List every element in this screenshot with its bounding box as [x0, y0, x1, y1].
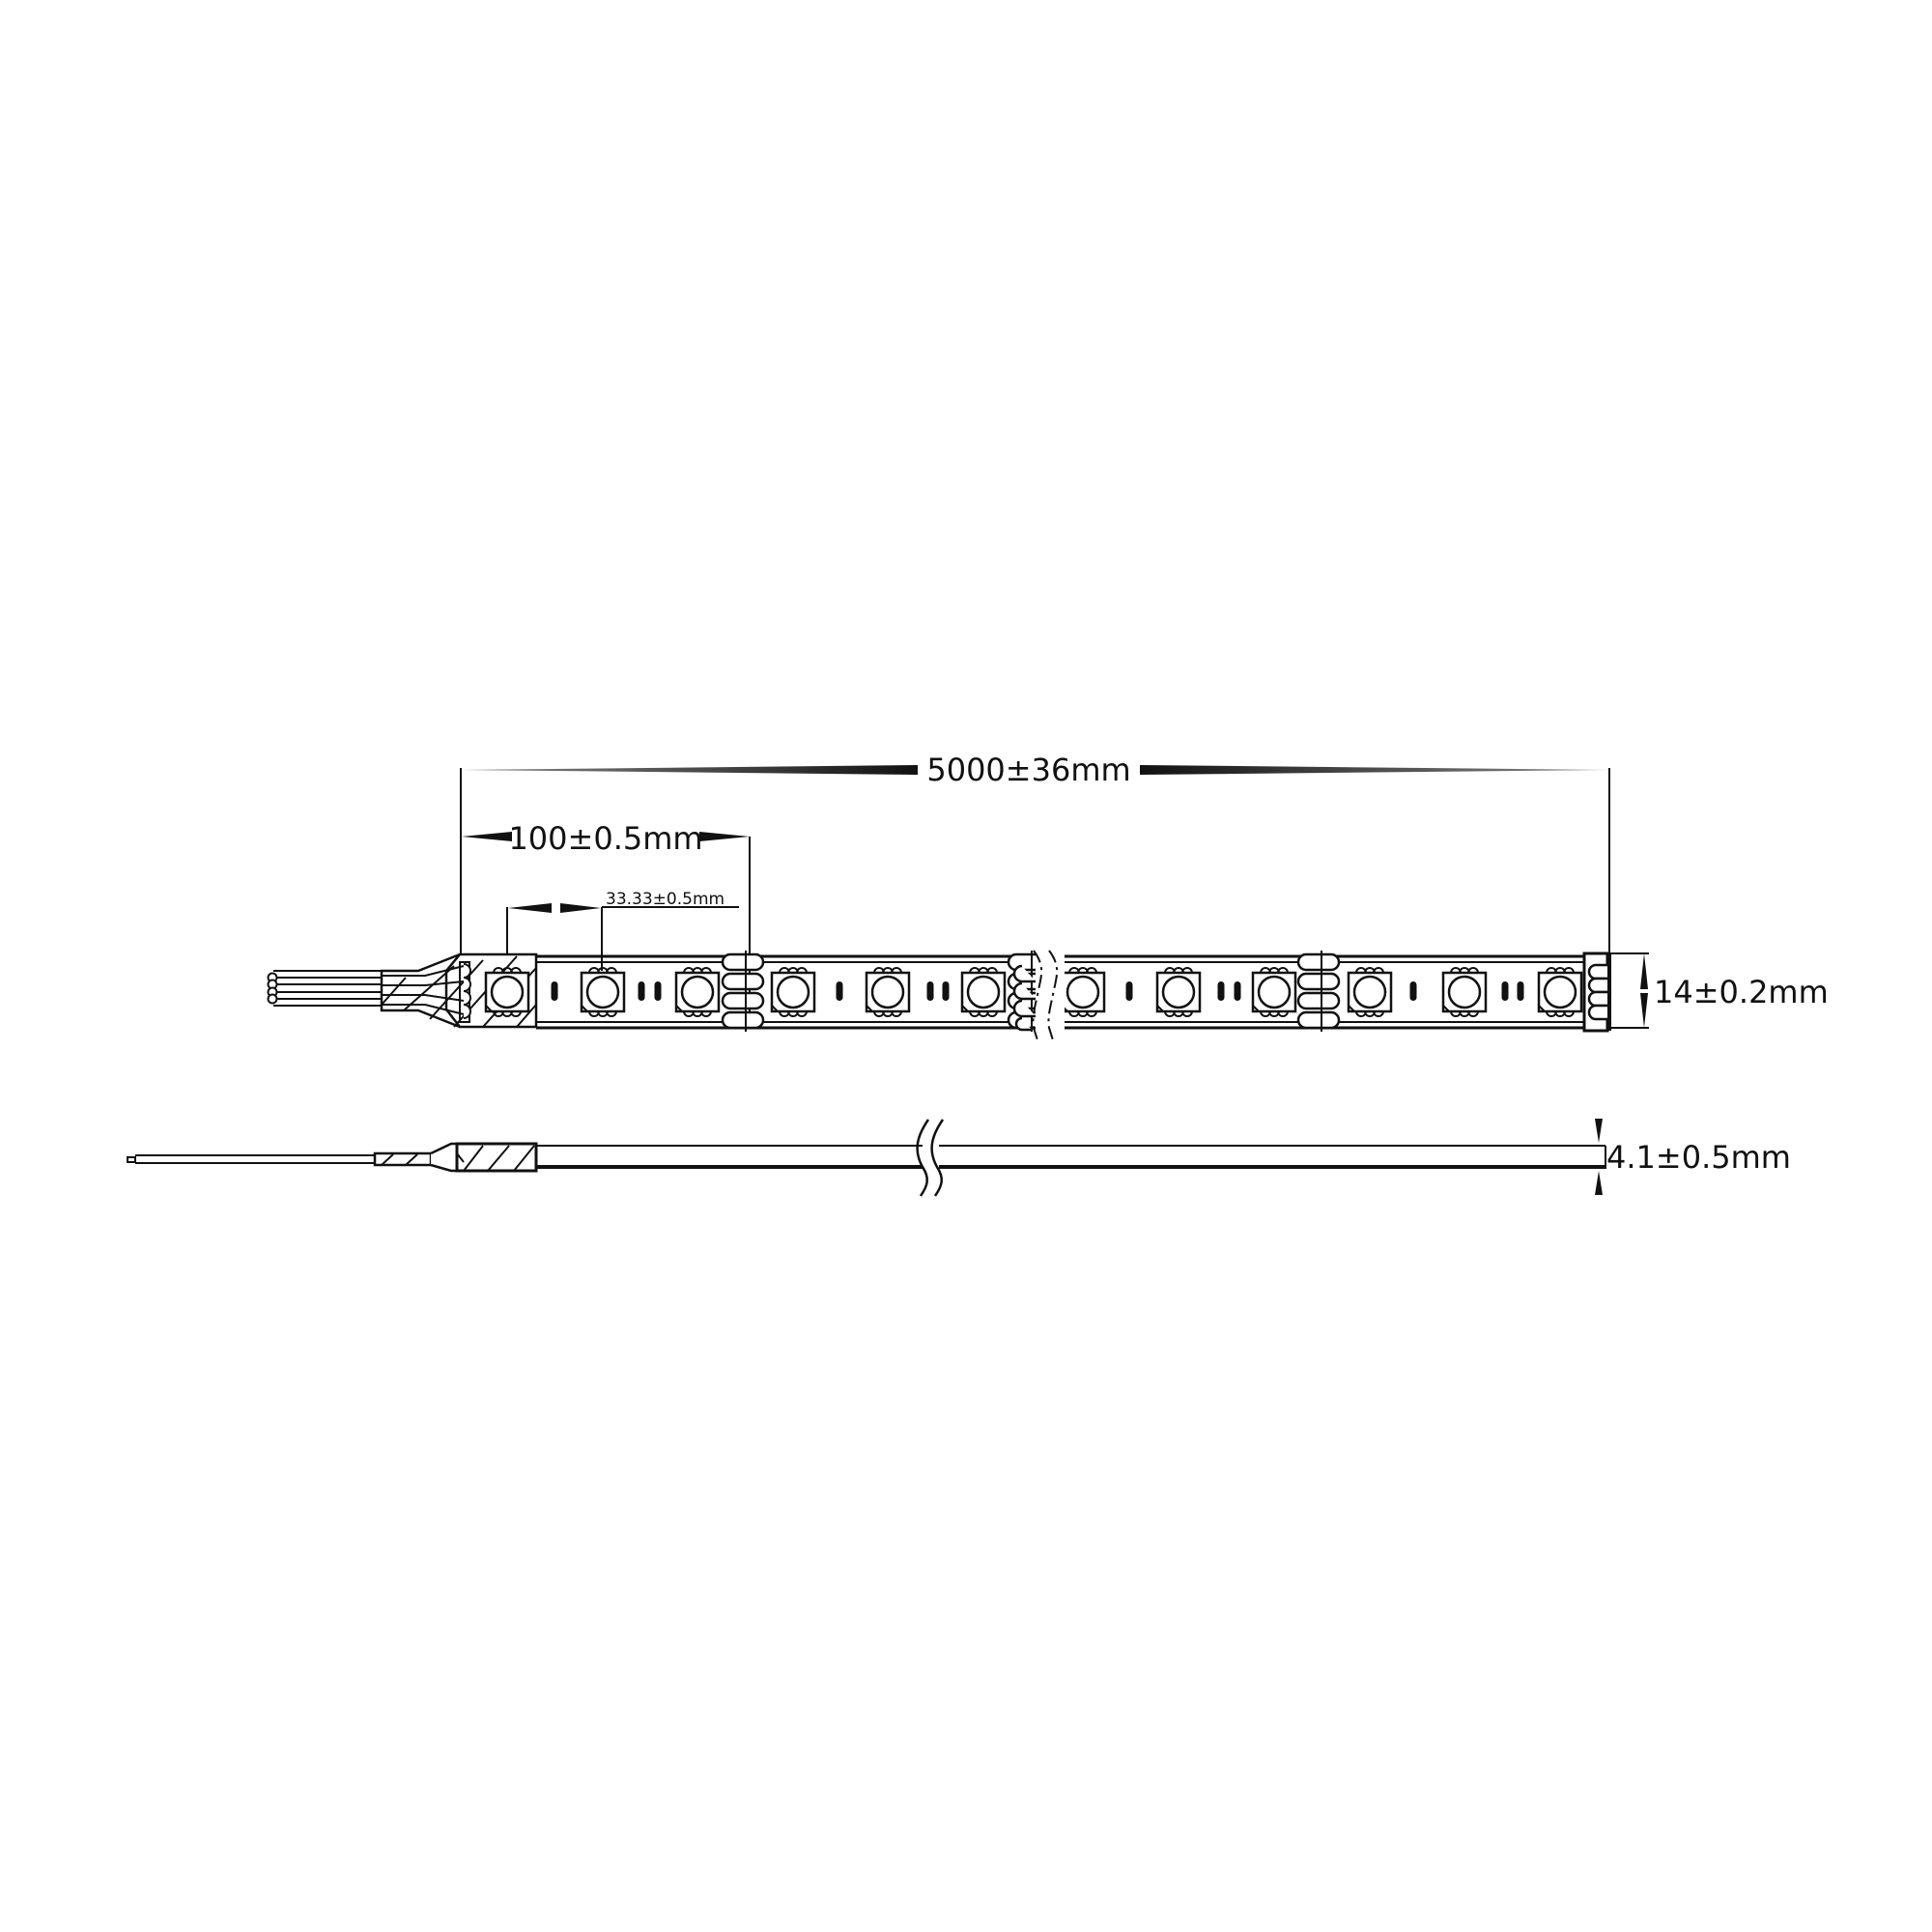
led-chip: [1537, 966, 1583, 1018]
led-chip: [484, 966, 530, 1018]
led-chip: [1441, 966, 1488, 1018]
led-chip: [1060, 966, 1106, 1018]
thickness-label: 4.1±0.5mm: [1606, 1139, 1791, 1176]
cut-interval-label: 100±0.5mm: [508, 820, 702, 857]
cut-interval-dimension: 100±0.5mm: [462, 820, 751, 1024]
led-chip: [1347, 966, 1393, 1018]
total-length-dimension: 5000±36mm: [460, 752, 1610, 966]
led-chip: [1251, 966, 1297, 1018]
right-end-cap: [1582, 952, 1611, 1033]
led-pitch-dimension: 33.33±0.5mm: [506, 890, 739, 971]
wire-bundle: [267, 970, 382, 1007]
led-chip: [674, 966, 721, 1018]
led-chip: [1155, 966, 1202, 1018]
break-symbol-side: [916, 1119, 945, 1197]
strip-side-view: [127, 1119, 1606, 1197]
cut-point: [1296, 949, 1341, 1034]
thickness-dimension: 4.1±0.5mm: [1595, 1119, 1791, 1195]
total-length-label: 5000±36mm: [926, 752, 1130, 788]
led-chip: [865, 966, 911, 1018]
led-chip: [580, 966, 626, 1018]
led-chip: [960, 966, 1007, 1018]
strip-top-view: [267, 949, 1611, 1044]
width-label: 14±0.2mm: [1654, 974, 1829, 1010]
led-pitch-label: 33.33±0.5mm: [606, 890, 724, 909]
cut-point: [721, 949, 765, 1034]
break-symbol-top: [1012, 950, 1065, 1044]
led-chip: [770, 966, 816, 1018]
width-dimension: 14±0.2mm: [1609, 952, 1829, 1029]
